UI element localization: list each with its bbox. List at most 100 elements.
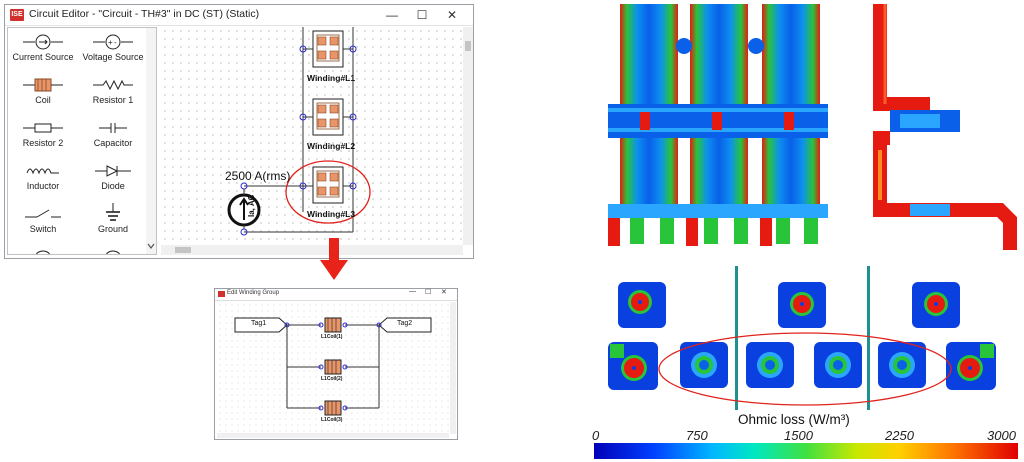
colorbar-title: Ohmic loss (W/m³) bbox=[738, 412, 850, 427]
colorbar-tick: 1500 bbox=[784, 428, 813, 443]
winding-block-l1 bbox=[299, 30, 357, 68]
coil-symbol-2 bbox=[318, 359, 348, 375]
winding-block-l3 bbox=[299, 166, 357, 204]
palette-item-coil[interactable]: Coil bbox=[8, 77, 78, 105]
palette-item-inductor[interactable]: Inductor bbox=[8, 163, 78, 191]
divider-line bbox=[735, 266, 738, 410]
winding-block-l2 bbox=[299, 98, 357, 136]
palette-label: Coil bbox=[35, 95, 51, 105]
coil-hotspot bbox=[957, 344, 994, 381]
highlight-ellipse bbox=[658, 332, 952, 406]
palette-scrollbar[interactable] bbox=[146, 28, 156, 254]
scroll-thumb[interactable] bbox=[175, 247, 191, 253]
coil-hotspot bbox=[924, 292, 948, 316]
capacitor-icon bbox=[99, 123, 127, 133]
close-button[interactable]: ✕ bbox=[441, 289, 447, 296]
window-title: Circuit Editor - "Circuit - TH#3" in DC … bbox=[29, 8, 260, 20]
coil-hotspot bbox=[757, 352, 783, 378]
winding-label: Winding#L1 bbox=[307, 73, 356, 83]
palette-item-ground[interactable]: Ground bbox=[78, 202, 148, 234]
app-icon bbox=[218, 291, 225, 297]
svg-text:+: + bbox=[108, 38, 113, 47]
coil-label: L1Coil(2) bbox=[321, 376, 343, 382]
source-current-label: 2500 A(rms) bbox=[225, 169, 291, 183]
title-bar[interactable]: Edit Winding Group — ☐ ✕ bbox=[215, 288, 457, 301]
edit-winding-group-window: Edit Winding Group — ☐ ✕ Tag1 Tag2 L1Coi… bbox=[214, 288, 458, 440]
palette-label: Ground bbox=[97, 224, 129, 234]
palette-label: Resistor 2 bbox=[22, 138, 64, 148]
coil-label: L1Coil(1) bbox=[321, 334, 343, 340]
palette-item-current-source[interactable]: Current Source bbox=[8, 34, 78, 62]
winding-label: Winding#L2 bbox=[307, 141, 356, 151]
scroll-thumb[interactable] bbox=[465, 41, 471, 51]
palette-label: Voltage Source bbox=[82, 52, 144, 62]
ground-icon bbox=[106, 203, 120, 221]
inductor-icon bbox=[26, 168, 59, 175]
close-button[interactable]: ✕ bbox=[446, 8, 458, 22]
coil-hotspot bbox=[628, 290, 652, 314]
busbar-loss-map bbox=[608, 4, 1017, 250]
palette-item-diode[interactable]: Diode bbox=[78, 163, 148, 191]
winding-label: Winding#L3 bbox=[307, 209, 356, 219]
circuit-canvas[interactable]: Winding#L1 Winding#L2 Winding#L3 2500 A(… bbox=[161, 27, 463, 245]
horizontal-scrollbar[interactable] bbox=[161, 245, 463, 255]
switch-icon bbox=[25, 209, 61, 218]
current-source-icon bbox=[23, 34, 63, 50]
colorbar-tick: 750 bbox=[686, 428, 708, 443]
partial-source-icon bbox=[106, 250, 120, 254]
vertical-scrollbar[interactable] bbox=[450, 302, 456, 434]
vertical-scrollbar[interactable] bbox=[463, 27, 473, 245]
coil-symbol-3 bbox=[318, 400, 348, 416]
coil-hotspot bbox=[610, 344, 647, 381]
coil-map-8 bbox=[878, 342, 926, 388]
title-bar[interactable]: ISE Circuit Editor - "Circuit - TH#3" in… bbox=[5, 5, 473, 26]
palette-label: Diode bbox=[101, 181, 125, 191]
palette-label: Current Source bbox=[12, 52, 74, 62]
diode-icon bbox=[95, 165, 131, 177]
palette-item-resistor-2[interactable]: Resistor 2 bbox=[8, 120, 78, 148]
component-palette: Current Source +- Voltage Source Coil Re… bbox=[7, 27, 157, 255]
current-source-symbol bbox=[227, 182, 261, 236]
palette-label: Inductor bbox=[26, 181, 60, 191]
colorbar-gradient bbox=[594, 443, 1018, 459]
palette-label: Switch bbox=[29, 224, 57, 234]
coil-map-5 bbox=[680, 342, 728, 388]
coil-icon bbox=[23, 78, 63, 92]
chevron-down-icon[interactable] bbox=[147, 242, 155, 250]
winding-group-canvas[interactable]: Tag1 Tag2 L1Coil(1) L1Coil(2) L1Coil(3) bbox=[217, 302, 449, 434]
tag2-label[interactable]: Tag2 bbox=[397, 320, 413, 327]
coil-hotspot bbox=[790, 292, 814, 316]
minimize-button[interactable]: — bbox=[386, 8, 398, 22]
palette-item-voltage-source[interactable]: +- Voltage Source bbox=[78, 34, 148, 62]
coil-map-9 bbox=[946, 342, 996, 390]
colorbar-tick: 3000 bbox=[987, 428, 1016, 443]
highlight-ellipse bbox=[285, 160, 371, 224]
colorbar-tick: 2250 bbox=[885, 428, 914, 443]
window-title: Edit Winding Group bbox=[227, 290, 280, 296]
source-name-label: Ia, AC bbox=[247, 194, 256, 217]
horizontal-scrollbar[interactable] bbox=[217, 433, 449, 438]
coil-symbol-1 bbox=[318, 317, 348, 333]
minimize-button[interactable]: — bbox=[409, 288, 416, 295]
tag1-shape bbox=[234, 317, 288, 333]
coil-map-2 bbox=[778, 282, 826, 328]
svg-text:-: - bbox=[114, 38, 117, 47]
colorbar-tick: 0 bbox=[592, 428, 600, 443]
divider-line bbox=[867, 266, 870, 410]
coil-hotspot bbox=[691, 352, 717, 378]
palette-item-switch[interactable]: Switch bbox=[8, 206, 78, 234]
maximize-button[interactable]: ☐ bbox=[416, 8, 428, 22]
app-icon: ISE bbox=[10, 9, 24, 21]
maximize-button[interactable]: ☐ bbox=[425, 289, 432, 296]
coil-map-1 bbox=[618, 282, 666, 328]
partial-source-icon bbox=[36, 250, 50, 254]
resistor-icon bbox=[93, 79, 133, 91]
circuit-editor-window: ISE Circuit Editor - "Circuit - TH#3" in… bbox=[4, 4, 474, 259]
palette-item-capacitor[interactable]: Capacitor bbox=[78, 120, 148, 148]
coil-map-4 bbox=[608, 342, 658, 390]
resistor-box-icon bbox=[23, 123, 63, 133]
palette-label: Capacitor bbox=[93, 138, 133, 148]
voltage-source-icon: +- bbox=[93, 34, 133, 50]
palette-item-resistor-1[interactable]: Resistor 1 bbox=[78, 77, 148, 105]
tag1-label[interactable]: Tag1 bbox=[251, 320, 267, 327]
